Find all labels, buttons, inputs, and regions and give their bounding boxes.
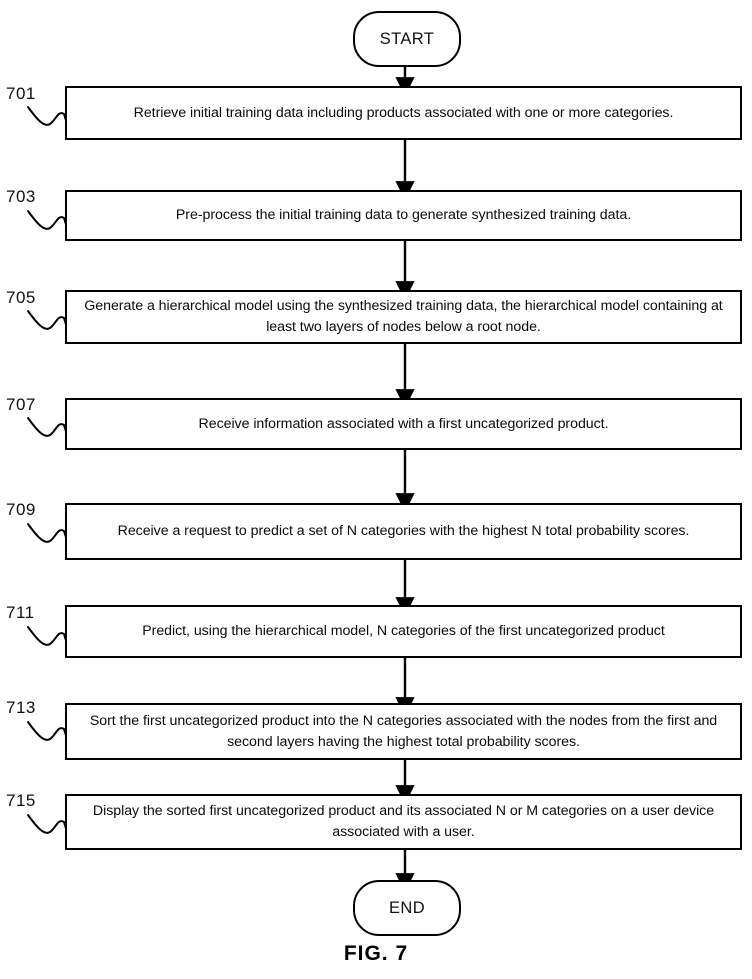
leader-713 <box>27 721 69 743</box>
process-text-705: Generate a hierarchical model using the … <box>84 298 723 335</box>
process-box-709: Receive a request to predict a set of N … <box>65 503 742 560</box>
process-text-703: Pre-process the initial training data to… <box>175 207 632 224</box>
process-box-715: Display the sorted first uncategorized p… <box>65 794 742 850</box>
ref-numeral-711: 711 <box>6 603 35 622</box>
start-label: START <box>379 29 435 48</box>
ref-numeral-713: 713 <box>6 698 36 717</box>
ref-numeral-709: 709 <box>6 500 36 519</box>
reference-leaders <box>27 106 69 836</box>
leader-705 <box>27 310 69 332</box>
leader-709 <box>27 523 69 545</box>
process-box-713: Sort the first uncategorized product int… <box>65 703 742 760</box>
leader-711 <box>27 626 69 648</box>
end-label: END <box>388 898 426 917</box>
end-terminator: END <box>353 880 461 936</box>
ref-numeral-703: 703 <box>6 187 36 206</box>
process-text-715: Display the sorted first uncategorized p… <box>92 803 715 840</box>
process-box-701: Retrieve initial training data including… <box>65 86 742 140</box>
process-text-713: Sort the first uncategorized product int… <box>89 712 718 750</box>
leader-703 <box>27 210 69 232</box>
leader-707 <box>27 417 69 439</box>
process-text-711: Predict, using the hierarchical model, N… <box>142 623 665 640</box>
process-text-701: Retrieve initial training data including… <box>133 104 674 121</box>
process-text-709: Receive a request to predict a set of N … <box>117 523 690 540</box>
process-box-705: Generate a hierarchical model using the … <box>65 290 742 344</box>
figure-caption: FIG. 7 <box>343 942 409 965</box>
start-terminator: START <box>353 11 461 67</box>
ref-numeral-701: 701 <box>6 84 36 103</box>
process-box-711: Predict, using the hierarchical model, N… <box>65 605 742 658</box>
process-box-703: Pre-process the initial training data to… <box>65 190 742 241</box>
process-text-707: Receive information associated with a fi… <box>198 415 609 432</box>
ref-numeral-705: 705 <box>6 288 36 307</box>
process-box-707: Receive information associated with a fi… <box>65 398 742 450</box>
ref-numeral-707: 707 <box>6 395 36 414</box>
leader-701 <box>27 106 69 128</box>
leader-715 <box>27 814 69 836</box>
ref-numeral-715: 715 <box>6 791 36 810</box>
